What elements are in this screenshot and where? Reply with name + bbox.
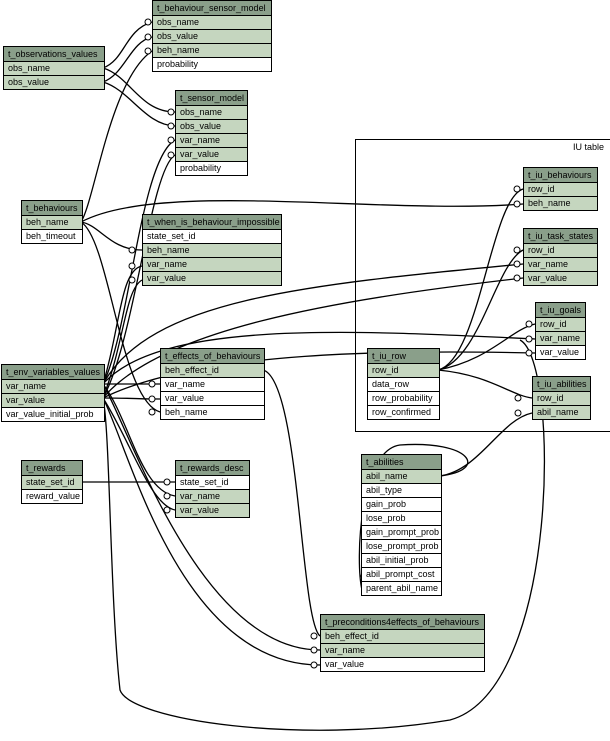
table-field: var_name (143, 258, 281, 272)
table-field: row_id (533, 392, 590, 406)
table-field: var_value_initial_prob (2, 408, 104, 421)
table-title: t_iu_task_states (524, 229, 597, 244)
table-field: beh_name (161, 406, 264, 419)
table-title: t_effects_of_behaviours (161, 349, 264, 364)
link-env-when-name (102, 265, 143, 385)
table-field: var_name (524, 258, 597, 272)
iu-table-group: IU table (355, 139, 610, 432)
table-field: data_row (368, 378, 439, 392)
link-env-pre-value (102, 397, 321, 666)
table-field: var_value (536, 346, 585, 359)
table-field: var_value (161, 392, 264, 406)
table-field: state_set_id (143, 230, 281, 244)
table-field: var_name (2, 380, 104, 394)
table-field: beh_name (524, 197, 597, 210)
table-field: reward_value (22, 490, 82, 503)
table-field: gain_prompt_prob (362, 526, 441, 540)
table-field: var_name (161, 378, 264, 392)
table-title: t_rewards (22, 461, 82, 476)
table-field: abil_initial_prob (362, 554, 441, 568)
table-field: state_set_id (176, 476, 249, 490)
link-obs-name-bsm (102, 21, 153, 69)
table-title: t_preconditions4effects_of_behaviours (321, 615, 484, 630)
link-obs-value-bsm (102, 36, 153, 83)
table-title: t_env_variables_values (2, 365, 104, 380)
table-title: t_behaviours (22, 201, 82, 216)
table-field: beh_timeout (22, 230, 82, 243)
table-field: row_confirmed (368, 406, 439, 419)
table-field: row_id (524, 244, 597, 258)
table-field: obs_name (4, 62, 104, 76)
link-effects-pre (262, 369, 321, 637)
table-title: t_iu_behaviours (524, 168, 597, 183)
link-env-when-value (102, 279, 143, 399)
table-field: obs_name (153, 16, 271, 30)
table-field: var_name (321, 644, 484, 658)
table-field: obs_value (176, 120, 247, 134)
table-field: var_value (176, 148, 247, 162)
table-field: var_value (524, 272, 597, 285)
table-field: abil_name (362, 470, 441, 484)
table-field: beh_effect_id (161, 364, 264, 378)
table-field: var_value (321, 658, 484, 671)
table-field: row_probability (368, 392, 439, 406)
table-field: abil_type (362, 484, 441, 498)
table-field: state_set_id (22, 476, 82, 490)
table-field: probability (176, 162, 247, 175)
link-obs-value-sm (102, 81, 176, 127)
table-field: gain_prob (362, 498, 441, 512)
table-title: t_when_is_behaviour_impossible (143, 215, 281, 230)
table-field: abil_prompt_cost (362, 568, 441, 582)
table-field: beh_effect_id (321, 630, 484, 644)
table-field: parent_abil_name (362, 582, 441, 595)
table-field: row_id (536, 318, 585, 332)
table-field: var_value (176, 504, 249, 517)
table-field: beh_name (143, 244, 281, 258)
table-title: t_sensor_model (176, 91, 247, 106)
table-title: t_rewards_desc (176, 461, 249, 476)
table-field: var_name (536, 332, 585, 346)
table-field: obs_value (153, 30, 271, 44)
iu-table-group-label: IU table (572, 142, 604, 152)
table-field: lose_prompt_prob (362, 540, 441, 554)
table-field: var_name (176, 490, 249, 504)
table-field: row_id (368, 364, 439, 378)
table-field: var_name (176, 134, 247, 148)
table-title: t_observations_values (4, 47, 104, 62)
table-field: probability (153, 58, 271, 71)
table-field: abil_name (533, 406, 590, 419)
table-field: var_value (143, 272, 281, 285)
table-field: var_value (2, 394, 104, 408)
table-field: beh_name (22, 216, 82, 230)
table-title: t_abilities (362, 455, 441, 470)
table-field: lose_prob (362, 512, 441, 526)
link-obs-name-sm (102, 67, 176, 113)
link-env-effects-value (102, 397, 161, 400)
table-title: t_iu_abilities (533, 377, 590, 392)
table-field: obs_name (176, 106, 247, 120)
table-title: t_iu_goals (536, 303, 585, 318)
table-title: t_behaviour_sensor_model (153, 1, 271, 16)
table-field: row_id (524, 183, 597, 197)
table-title: t_iu_row (368, 349, 439, 364)
table-field: obs_value (4, 76, 104, 89)
table-field: beh_name (153, 44, 271, 58)
link-beh-when (80, 221, 143, 251)
